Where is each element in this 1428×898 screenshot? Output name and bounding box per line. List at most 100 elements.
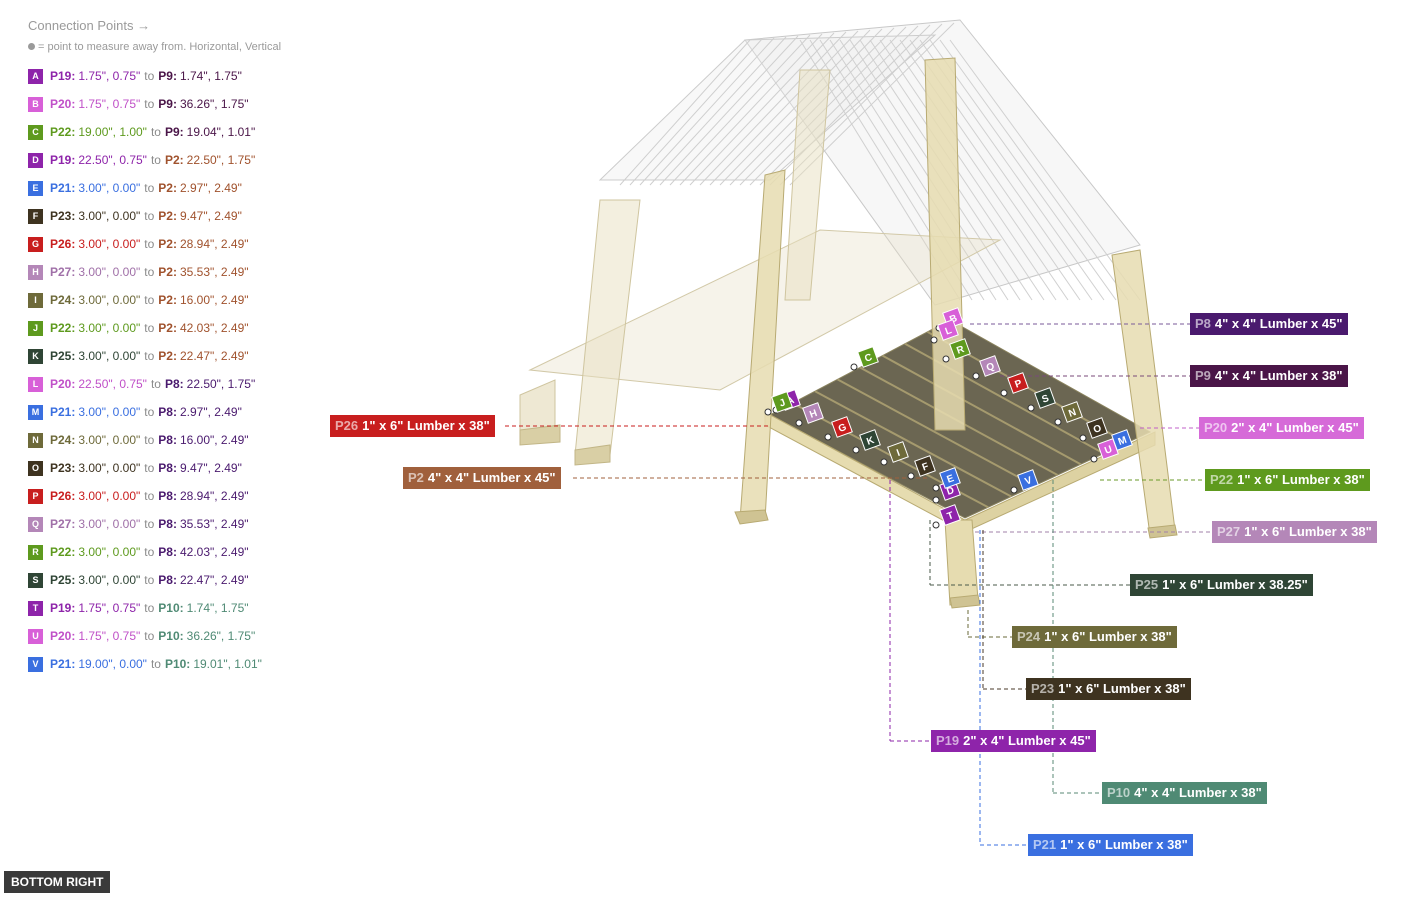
to-value: 36.26", 1.75" [179,97,249,111]
view-bottom-right-button[interactable]: BOTTOM RIGHT [4,871,111,893]
marker-f: F [914,455,936,477]
to-word: to [144,601,155,615]
part-description: 4" x 4" Lumber x 45" [1214,316,1343,331]
to-part: P9: [158,97,177,111]
deck-slat-gap [882,354,1082,466]
marker-letter: U [1103,444,1114,457]
to-part: P8: [158,517,177,531]
to-word: to [144,349,155,363]
to-word: to [150,657,161,671]
marker-badge [1097,438,1119,460]
from-part: P27: [50,265,76,279]
marker-c: C [857,346,879,368]
to-word: to [144,433,155,447]
from-part: P24: [50,293,76,307]
to-value: 28.94", 2.49" [179,237,249,251]
from-part: P27: [50,517,76,531]
from-part: P19: [50,69,76,83]
from-value: 22.50", 0.75" [78,153,147,167]
connection-dot [850,363,858,371]
marker-k: K [859,429,881,451]
to-word: to [144,237,155,251]
part-id: P22 [1210,472,1234,487]
letter-badge: O [28,460,43,476]
to-value: 19.04", 1.01" [186,125,256,139]
part-id: P2 [408,470,424,485]
letter-badge: M [28,404,43,420]
roof-rib [629,38,763,186]
part-description: 1" x 6" Lumber x 38" [362,418,490,433]
leg-foot [734,509,769,525]
to-word: to [144,321,155,335]
letter-badge: V [28,656,43,672]
marker-letter: H [808,408,819,421]
to-word: to [144,573,155,587]
to-word: to [144,629,155,643]
to-word: to [144,181,155,195]
letter-badge: U [28,628,43,644]
marker-badge [802,402,824,424]
connection-dot [1027,404,1035,412]
from-value: 3.00", 0.00" [78,293,141,307]
connection-dot [972,372,980,380]
from-value: 3.00", 0.00" [78,433,141,447]
legend-title: Connection Points → [28,18,151,33]
letter-badge: A [28,68,43,84]
part-description: 1" x 6" Lumber x 38" [1060,837,1188,852]
connection-dot [932,496,940,504]
marker-letter: V [1023,475,1033,488]
from-value: 3.00", 0.00" [78,405,141,419]
part-id: P26 [335,418,359,433]
to-value: 35.53", 2.49" [179,517,249,531]
letter-badge: N [28,432,43,448]
to-part: P10: [158,601,184,615]
part-id: P8 [1195,316,1211,331]
marker-letter: N [1067,407,1078,420]
part-description: 4" x 4" Lumber x 38" [1134,785,1262,800]
marker-g: G [831,416,853,438]
marker-letter: K [865,435,876,448]
marker-o: O [1086,417,1108,439]
to-part: P9: [164,125,184,139]
letter-badge: H [28,264,43,280]
roof-rib [699,31,847,186]
marker-badge [887,441,909,463]
marker-badge [857,346,879,368]
roof-rib [649,36,787,186]
marker-t: T [939,504,961,526]
to-word: to [144,545,155,559]
marker-badge [939,504,961,526]
to-value: 16.00", 2.49" [179,293,249,307]
from-value: 3.00", 0.00" [78,265,141,279]
connection-dot [1000,389,1008,397]
to-value: 22.50", 1.75" [186,153,256,167]
from-value: 1.75", 0.75" [78,601,141,615]
marker-badge [914,455,936,477]
letter-badge: L [28,376,43,392]
leg-foot [1147,524,1178,539]
to-word: to [144,489,155,503]
roof-rib [679,33,823,186]
leader-lines [505,323,1212,846]
part-description: 2" x 4" Lumber x 45" [1231,420,1359,435]
